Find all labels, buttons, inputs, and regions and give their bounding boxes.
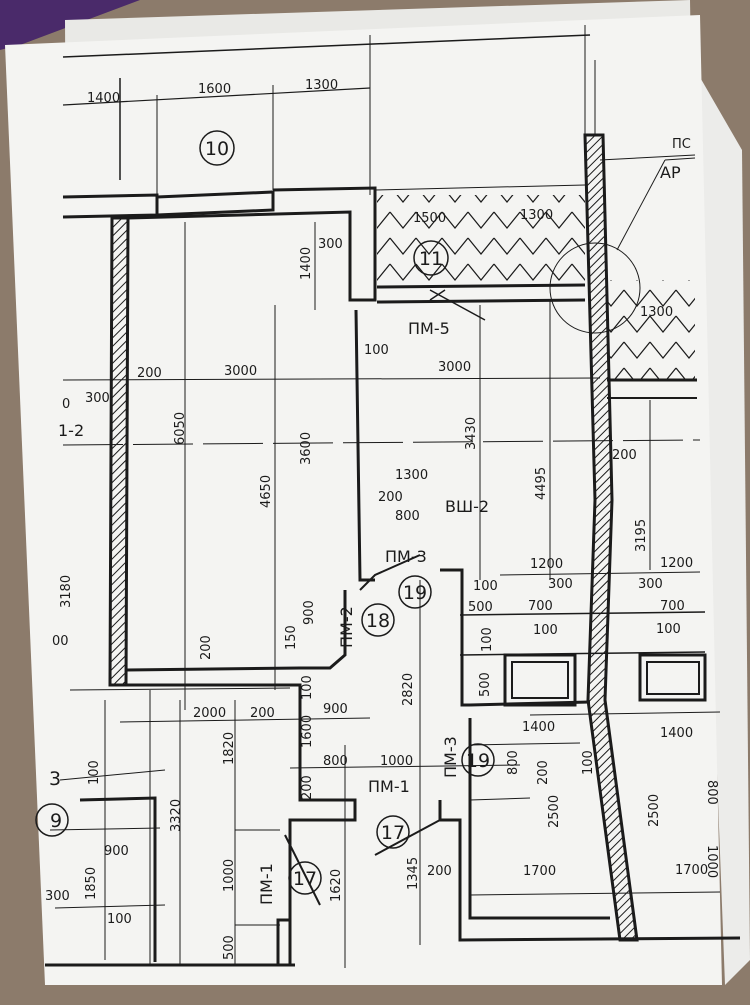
dim-label: 4495 [534, 467, 549, 500]
dim-label: 00 [52, 634, 69, 649]
opening-label: ПМ-3 [385, 547, 427, 566]
dim-label: 1500 [413, 211, 446, 226]
dim-label: 1200 [660, 556, 693, 571]
note-label: АР [660, 163, 681, 182]
dim-label: 1820 [222, 732, 237, 765]
dim-label: 100 [364, 343, 389, 358]
dim-label: 1300 [305, 78, 338, 93]
dim-label: 3195 [634, 519, 649, 552]
dim-label: 1400 [87, 91, 120, 106]
dim-label: 800 [704, 780, 719, 805]
room-tag: 17 [293, 868, 317, 890]
dim-label: 200 [199, 635, 214, 660]
room-tag: 18 [366, 610, 390, 632]
dim-label: 1400 [660, 726, 693, 741]
plan-lines [45, 25, 741, 968]
dim-label: 1700 [523, 864, 556, 879]
dim-label: 3430 [464, 417, 479, 450]
dim-label: 1345 [406, 857, 421, 890]
room-tag: 19 [403, 582, 427, 604]
opening-label: ПМ-1 [368, 777, 410, 796]
room-tag: 3 [49, 768, 61, 790]
opening-label: ПМ-2 [337, 606, 356, 648]
room-tag: 19 [466, 750, 490, 772]
dim-label: 150 [284, 625, 299, 650]
cabinet-label: ВШ-2 [445, 497, 489, 516]
dim-label: 3000 [224, 364, 257, 379]
dim-label: 1620 [329, 869, 344, 902]
dim-label: 300 [318, 237, 343, 252]
dim-label: 900 [302, 600, 317, 625]
dim-label: 6050 [173, 412, 188, 445]
dim-label: 300 [45, 889, 70, 904]
dim-label: 1400 [299, 247, 314, 280]
dim-label: 200 [137, 366, 162, 381]
dim-label: 300 [638, 577, 663, 592]
dim-label: 3320 [169, 799, 184, 832]
dim-label: 1200 [530, 557, 563, 572]
dim-label: 300 [548, 577, 573, 592]
dim-label: 200 [378, 490, 403, 505]
dim-label: 2500 [647, 794, 662, 827]
dim-label: 2820 [401, 673, 416, 706]
dim-label: 100 [107, 912, 132, 927]
dim-label: 500 [478, 672, 493, 697]
dim-label: 2500 [547, 795, 562, 828]
dim-label: 800 [506, 750, 521, 775]
dim-label: 1000 [380, 754, 413, 769]
dim-label: 1850 [84, 867, 99, 900]
dim-label: 500 [222, 935, 237, 960]
dim-label: 800 [323, 754, 348, 769]
room-tag: 17 [381, 822, 405, 844]
dim-label: 1600 [300, 715, 315, 748]
dim-label: 1300 [640, 305, 673, 320]
dim-label: 3180 [59, 575, 74, 608]
dim-label: 200 [250, 706, 275, 721]
dim-label: 100 [533, 623, 558, 638]
dim-label: 0 [62, 397, 70, 412]
dim-label: 800 [395, 509, 420, 524]
dim-label: 100 [480, 627, 495, 652]
dim-label: 200 [427, 864, 452, 879]
dim-label: 100 [300, 675, 315, 700]
dim-label: 900 [104, 844, 129, 859]
dim-label: 900 [323, 702, 348, 717]
dim-label: 1300 [520, 208, 553, 223]
dim-label: 200 [612, 448, 637, 463]
dim-label: 4650 [259, 475, 274, 508]
dim-label: 700 [528, 599, 553, 614]
dim-label: 200 [536, 760, 551, 785]
dim-label: 1300 [395, 468, 428, 483]
dim-label: 1600 [198, 82, 231, 97]
room-tag-circles [35, 130, 495, 895]
dim-label: 200 [300, 775, 315, 800]
opening-label: ПМ-1 [257, 863, 276, 905]
dim-label: 1400 [522, 720, 555, 735]
dim-label: 1000 [222, 859, 237, 892]
dim-label: 3000 [438, 360, 471, 375]
opening-label: ПМ-3 [441, 736, 460, 778]
dim-label: 100 [87, 760, 102, 785]
dim-label: 1700 [675, 863, 708, 878]
note-label: ПС [672, 137, 691, 152]
dim-label: 700 [660, 599, 685, 614]
room-tag: 10 [205, 138, 229, 160]
dim-label: 300 [85, 391, 110, 406]
dim-label: 100 [473, 579, 498, 594]
axis-label: 1-2 [58, 421, 84, 440]
dimension-labels: 1500 1300 300 1400 100 200 3000 3000 300… [45, 208, 719, 960]
dim-label: 2000 [193, 706, 226, 721]
dim-label: 100 [581, 750, 596, 775]
dim-label: 1000 [704, 845, 719, 878]
room-tag: 9 [50, 810, 62, 832]
dim-label: 500 [468, 600, 493, 615]
room-tag: 11 [419, 248, 443, 270]
dim-label: 3600 [299, 432, 314, 465]
opening-label: ПМ-5 [408, 319, 450, 338]
dim-label: 100 [656, 622, 681, 637]
